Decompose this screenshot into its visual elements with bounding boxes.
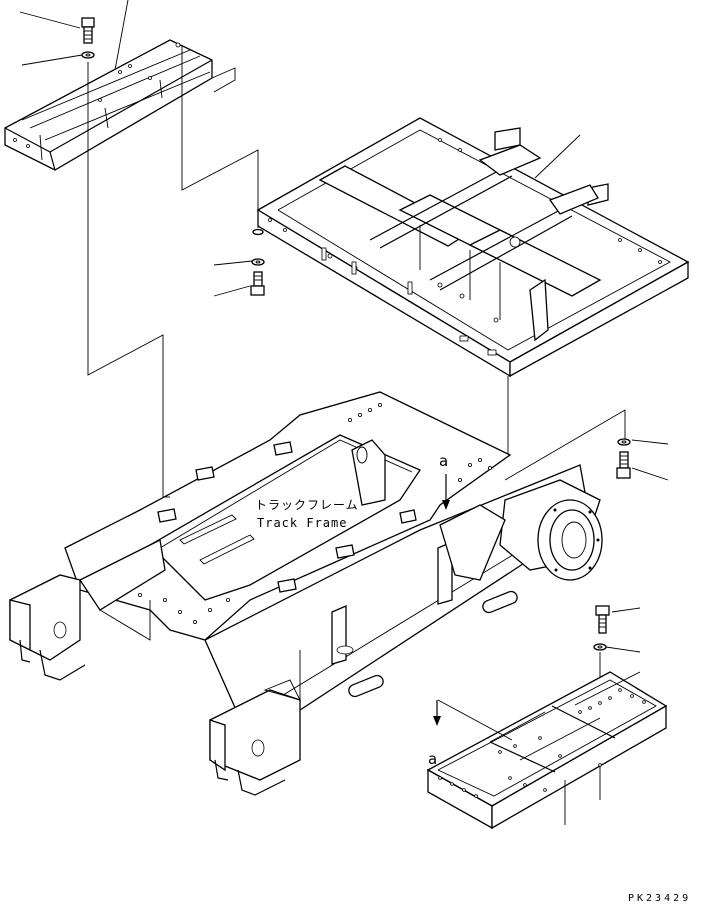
upper-frame xyxy=(256,117,690,378)
track-frame xyxy=(9,391,603,796)
bolt-right xyxy=(616,438,669,481)
washer-top-left xyxy=(81,51,95,59)
guide-line-right xyxy=(504,409,626,481)
bolt-top-left xyxy=(81,17,95,44)
drawing-code: PK23429 xyxy=(628,893,691,904)
leader-upper-frame xyxy=(534,134,581,179)
track-frame-label-jp: トラックフレーム xyxy=(255,498,359,512)
view-marker-top: a xyxy=(439,452,448,470)
view-marker-bottom: a xyxy=(428,750,437,768)
bottom-tray xyxy=(426,605,668,830)
guide-line-left xyxy=(87,62,164,497)
leader-washer-top-left xyxy=(21,54,83,66)
bolt-upper-left xyxy=(213,228,265,297)
view-arrow-bottom: a xyxy=(428,700,441,768)
track-frame-label-en: Track Frame xyxy=(257,516,347,530)
guide-line-top xyxy=(181,45,259,228)
view-arrow-top: a xyxy=(439,452,450,510)
top-left-frame xyxy=(4,0,236,171)
leader-bolt-top-left xyxy=(19,11,81,29)
leader-frame-top-left xyxy=(114,0,129,71)
